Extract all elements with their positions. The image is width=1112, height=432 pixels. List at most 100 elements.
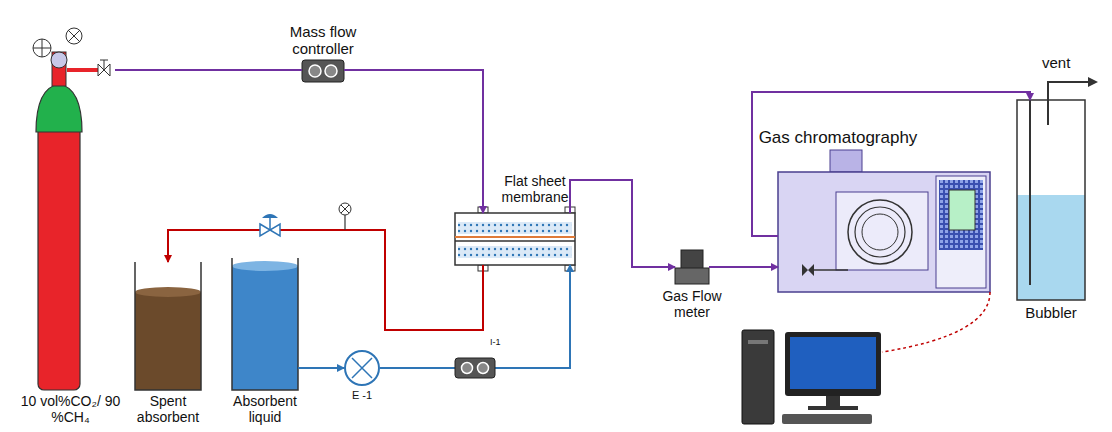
- beaker-box: Absorbent liquid: [232, 258, 298, 390]
- gas-chromatograph-part: [836, 192, 928, 270]
- computer-part: [748, 340, 768, 344]
- gas-chromatograph: [778, 150, 990, 292]
- gas-cylinder-part: [68, 30, 80, 42]
- mass-flow-controller-part: [309, 65, 321, 77]
- chromatograph-box: Gas chromatography: [778, 150, 990, 292]
- membrane-module-part: [458, 222, 572, 234]
- pump-symbol-part: [345, 351, 379, 385]
- membrane-module-part: [458, 246, 572, 258]
- gas-cylinder-box: 10 vol%CO₂/ 90 %CH₄: [30, 26, 115, 390]
- gas-cylinder-part: [66, 28, 82, 44]
- pressure-gauge-part: [344, 215, 345, 230]
- computer: [742, 292, 990, 424]
- gas-cylinder-part: [33, 39, 51, 57]
- liquid-flow-controller-part: [478, 363, 489, 374]
- absorbent-liquid-beaker: [232, 258, 298, 390]
- flow-line: [380, 265, 570, 368]
- gas-chromatograph-part: [778, 172, 990, 292]
- flow-line: [752, 92, 1030, 236]
- gas-cylinder: [33, 28, 110, 390]
- computer-part: [826, 396, 840, 406]
- flow-line: [298, 367, 344, 369]
- callout-number: I-1: [490, 337, 501, 347]
- gas-chromatograph-part: [855, 207, 905, 257]
- spent-absorbent-beaker-part: [135, 262, 201, 390]
- node-label: Gas Flow meter: [652, 288, 732, 320]
- membrane-module-part: [455, 240, 575, 242]
- node-label: Mass flow controller: [278, 23, 368, 58]
- gas-cylinder-part: [100, 60, 108, 70]
- node-label: Bubbler: [1006, 304, 1096, 321]
- membrane-box: Flat sheet membrane: [455, 213, 575, 265]
- gas-flow-meter: [675, 250, 709, 284]
- spent-absorbent-beaker-part: [135, 287, 201, 297]
- absorbent-liquid-beaker-part: [232, 258, 298, 390]
- membrane-module: [455, 207, 575, 271]
- flow-line: [115, 69, 302, 71]
- bubbler-part: [1017, 100, 1085, 300]
- pressure-gauge-part: [339, 203, 351, 215]
- node-label: Spent absorbent: [128, 393, 208, 425]
- absorbent-liquid-beaker-part: [232, 261, 298, 271]
- liquid-flow-controller: [455, 358, 495, 378]
- computer-part: [782, 414, 872, 424]
- bubbler-part: [1029, 100, 1031, 285]
- gas-flow-meter-part: [681, 250, 703, 270]
- liquid-flow-controller-part: [462, 363, 473, 374]
- gas-chromatograph-part: [814, 269, 848, 271]
- flow-line: [344, 70, 483, 213]
- flow-controller-box: Mass flow controller: [302, 60, 344, 82]
- node-label: Absorbent liquid: [225, 393, 305, 425]
- gas-chromatograph-part: [862, 214, 898, 250]
- node-label: Gas chromatography: [743, 128, 933, 148]
- pump-symbol: [345, 351, 379, 385]
- computer-part: [882, 292, 990, 352]
- gas-cylinder-part: [36, 84, 82, 132]
- gas-chromatograph-part: [936, 176, 986, 288]
- gas-chromatograph-part: [830, 150, 862, 172]
- mass-flow-controller-part: [302, 60, 344, 82]
- liquid-flow-controller-part: [455, 358, 495, 378]
- gas-cylinder-part: [67, 68, 98, 72]
- node-label: Flat sheet membrane: [495, 173, 575, 205]
- absorbent-liquid-beaker-part: [232, 266, 298, 390]
- pump-symbol-part: [352, 358, 372, 378]
- node-label: 10 vol%CO₂/ 90 %CH₄: [21, 393, 121, 425]
- gas-flow-meter-part: [675, 268, 709, 284]
- node-label: E -1: [332, 389, 392, 402]
- needle-valve: [260, 214, 280, 236]
- gas-chromatograph-part: [949, 190, 975, 230]
- bubbler-box: Bubbler: [1017, 100, 1085, 300]
- needle-valve-part: [269, 218, 271, 230]
- bubbler: [1017, 77, 1098, 300]
- gas-chromatograph-part: [802, 264, 814, 276]
- computer-part: [790, 337, 876, 389]
- needle-valve-part: [262, 214, 278, 218]
- gas-cylinder-part: [38, 118, 80, 390]
- flow-line: [709, 266, 778, 268]
- gas-cylinder-part: [51, 52, 67, 68]
- mass-flow-controller: [302, 60, 344, 82]
- mass-flow-controller-part: [325, 65, 337, 77]
- pump-box: E -1: [344, 350, 380, 386]
- membrane-module-part: [455, 236, 575, 238]
- computer-part: [785, 332, 881, 396]
- flow-meter-box: Gas Flow meter: [675, 250, 709, 284]
- computer-part: [808, 406, 858, 410]
- bubbler-part: [1017, 195, 1085, 300]
- bubbler-part: [1088, 77, 1098, 87]
- pressure-gauge-part: [341, 205, 349, 213]
- pressure-gauge: [339, 203, 351, 230]
- vent-label: vent: [1042, 54, 1070, 71]
- bubbler-part: [1048, 82, 1090, 125]
- gas-cylinder-part: [52, 52, 66, 86]
- spent-absorbent-beaker: [135, 262, 201, 390]
- flow-line: [570, 180, 675, 267]
- spent-absorbent-beaker-part: [135, 292, 201, 390]
- gas-chromatograph-part: [848, 200, 912, 264]
- gas-cylinder-part: [33, 39, 51, 57]
- flow-line: [168, 230, 483, 330]
- gas-chromatograph-part: [939, 180, 983, 250]
